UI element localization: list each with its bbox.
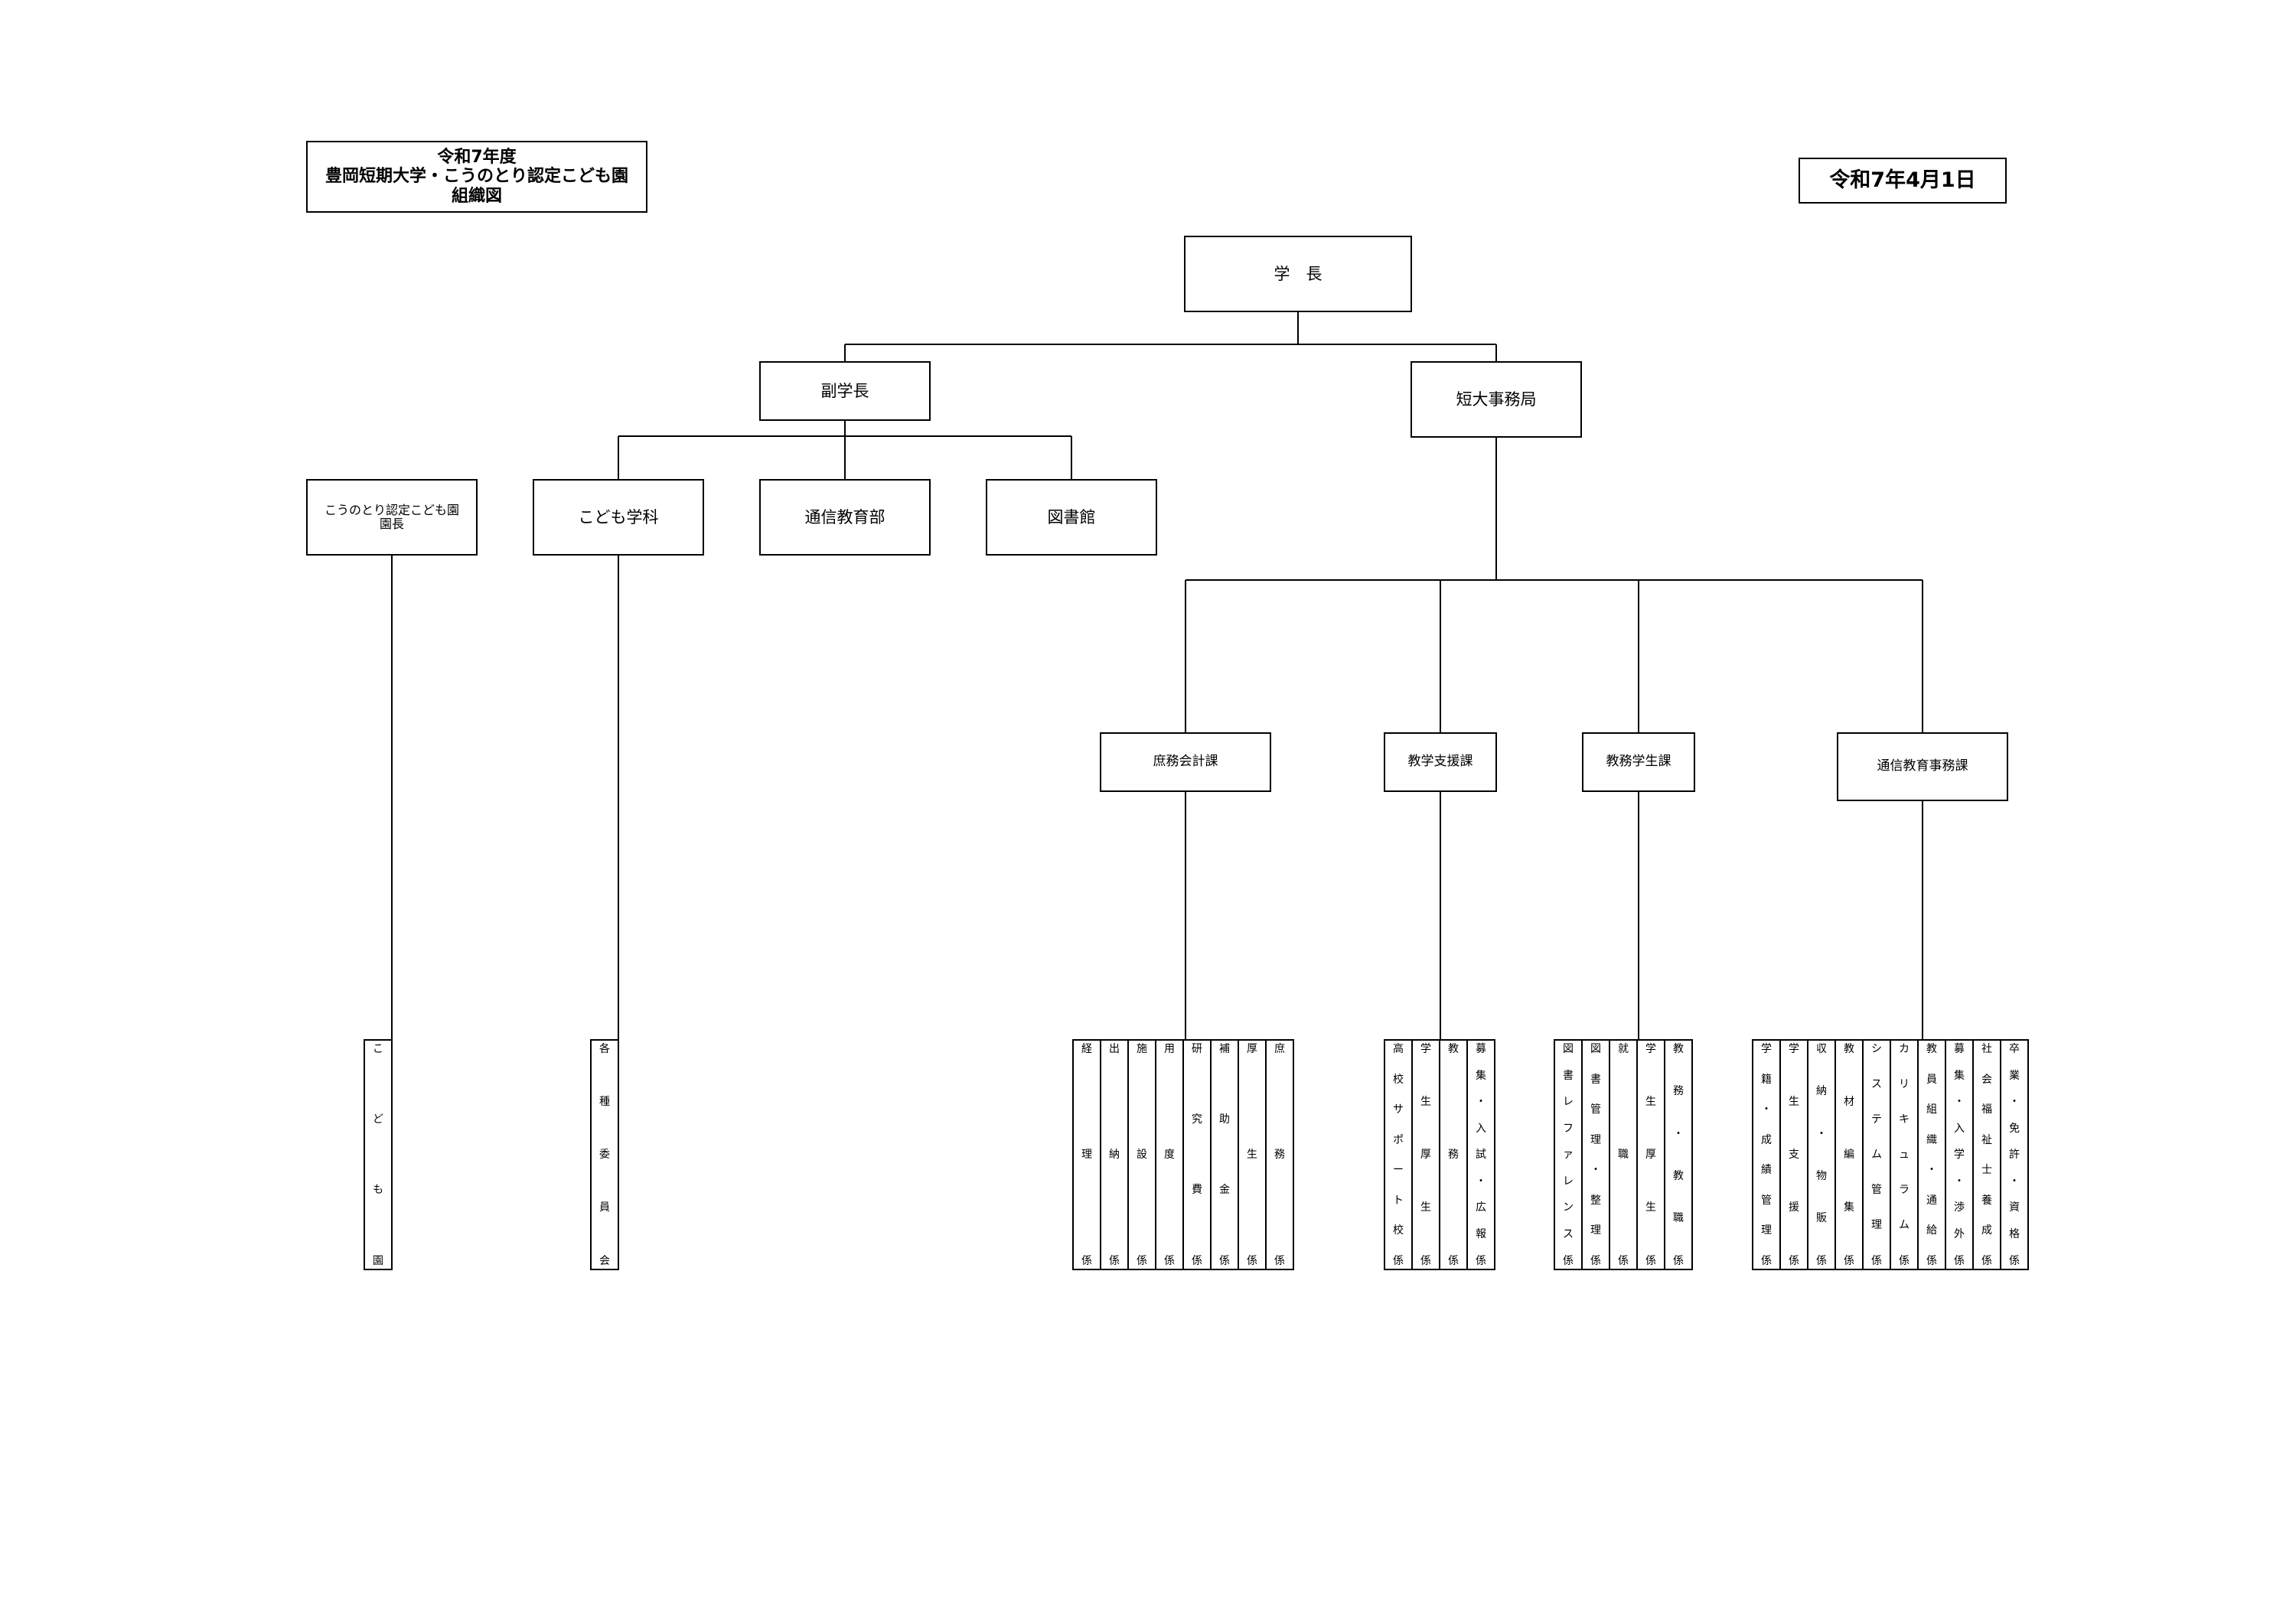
chart-title-box: 令和7年度 豊岡短期大学・こうのとり認定こども園 組織図 — [306, 141, 647, 213]
section-unit: システム管理係 — [1864, 1041, 1891, 1269]
section-unit: 用度係 — [1156, 1041, 1184, 1269]
section-unit: 教務・教職係 — [1665, 1041, 1693, 1269]
section-unit: 学籍・成績管理係 — [1753, 1041, 1781, 1269]
section-unit: 出納係 — [1101, 1041, 1129, 1269]
section-unit: 図書管理・整理係 — [1583, 1041, 1610, 1269]
section-unit: 募集・入試・広報係 — [1468, 1041, 1495, 1269]
section-unit: 庶務係 — [1267, 1041, 1294, 1269]
node-office: 短大事務局 — [1411, 361, 1582, 438]
node-president: 学 長 — [1184, 236, 1412, 312]
section-unit: 研究費係 — [1184, 1041, 1212, 1269]
node-child-dept: こども学科 — [533, 479, 704, 556]
sections-general-affairs: 経理係出納係施設係用度係研究費係補助金係厚生係庶務係 — [1072, 1039, 1294, 1270]
section-unit: 教員組織・通給係 — [1919, 1041, 1946, 1269]
section-unit: 収納・物販係 — [1808, 1041, 1836, 1269]
section-unit: 学生厚生係 — [1413, 1041, 1440, 1269]
sections-kindergarten: こども園 — [364, 1039, 393, 1270]
node-vice-president: 副学長 — [759, 361, 931, 421]
node-student-affairs: 教務学生課 — [1582, 732, 1695, 792]
section-unit: 学生支援係 — [1781, 1041, 1808, 1269]
sections-child-dept: 各種委員会 — [590, 1039, 619, 1270]
node-correspondence-office: 通信教育事務課 — [1837, 732, 2008, 801]
sections-academic-support: 高校サポート校係学生厚生係教務係募集・入試・広報係 — [1384, 1039, 1495, 1270]
sections-student-affairs: 図書レファレンス係図書管理・整理係就職係学生厚生係教務・教職係 — [1554, 1039, 1693, 1270]
node-kindergarten-head: こうのとり認定こども園 園長 — [306, 479, 478, 556]
section-unit: 募集・入学・渉外係 — [1946, 1041, 1974, 1269]
node-library: 図書館 — [986, 479, 1157, 556]
section-unit: 経理係 — [1074, 1041, 1101, 1269]
title-line-3: 組織図 — [451, 186, 502, 206]
section-unit: 卒業・免許・資格係 — [2001, 1041, 2029, 1269]
date-text: 令和7年4月1日 — [1829, 168, 1976, 193]
sections-correspondence-office: 学籍・成績管理係学生支援係収納・物販係教材編集係システム管理係カリキュラム係教員… — [1752, 1039, 2029, 1270]
node-academic-support: 教学支援課 — [1384, 732, 1497, 792]
section-unit: 高校サポート校係 — [1385, 1041, 1413, 1269]
section-unit: 各種委員会 — [592, 1041, 619, 1269]
date-box: 令和7年4月1日 — [1799, 158, 2007, 204]
section-unit: 社会福祉士養成係 — [1974, 1041, 2001, 1269]
section-unit: 施設係 — [1129, 1041, 1156, 1269]
title-line-1: 令和7年度 — [437, 148, 517, 168]
title-line-2: 豊岡短期大学・こうのとり認定こども園 — [325, 167, 628, 187]
section-unit: 補助金係 — [1212, 1041, 1239, 1269]
section-unit: 教材編集係 — [1836, 1041, 1864, 1269]
section-unit: 厚生係 — [1239, 1041, 1267, 1269]
section-unit: カリキュラム係 — [1891, 1041, 1919, 1269]
node-general-affairs: 庶務会計課 — [1100, 732, 1271, 792]
section-unit: 教務係 — [1440, 1041, 1468, 1269]
node-correspondence-dept: 通信教育部 — [759, 479, 931, 556]
section-unit: こども園 — [365, 1041, 393, 1269]
section-unit: 図書レファレンス係 — [1555, 1041, 1583, 1269]
section-unit: 学生厚生係 — [1638, 1041, 1665, 1269]
section-unit: 就職係 — [1610, 1041, 1638, 1269]
